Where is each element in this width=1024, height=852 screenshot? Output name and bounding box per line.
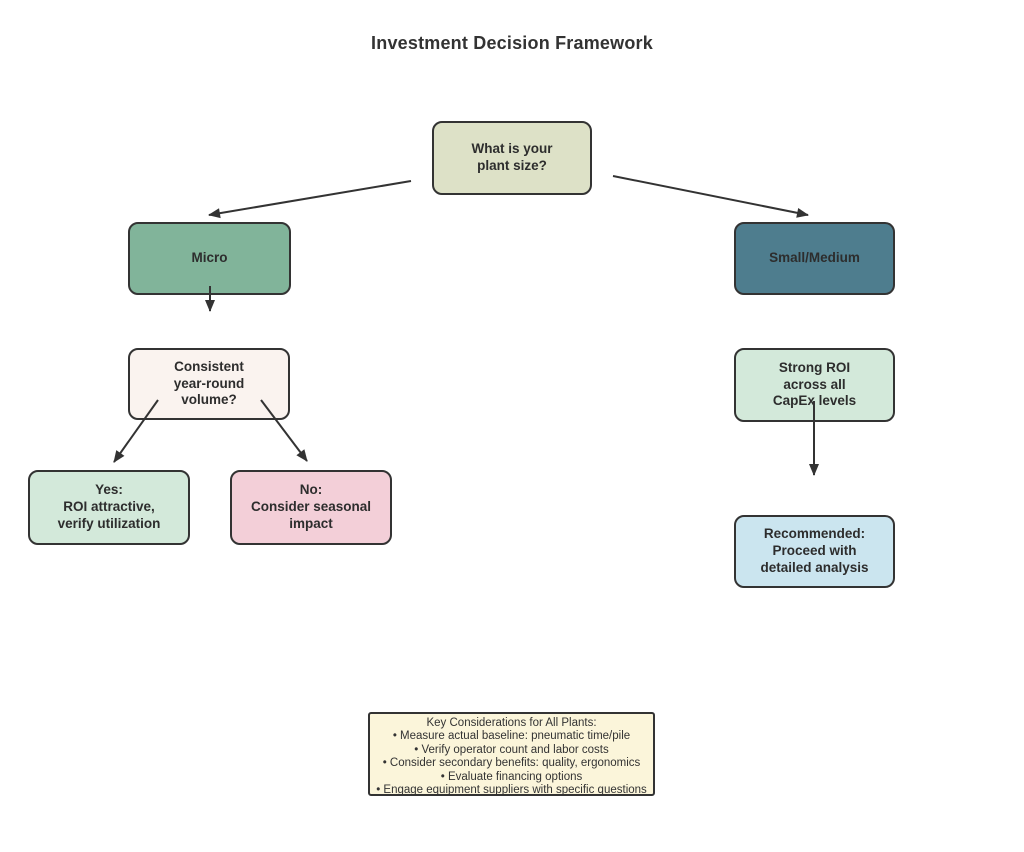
node-strong-roi-label: Strong ROI across all CapEx levels <box>772 359 857 409</box>
node-yes-roi-label: Yes: ROI attractive, verify utilization <box>57 482 161 531</box>
key-consideration-item: • Verify operator count and labor costs <box>414 743 609 756</box>
diagram-title: Investment Decision Framework <box>371 33 653 53</box>
key-consideration-item: • Measure actual baseline: pneumatic tim… <box>392 730 631 743</box>
key-consideration-item: • Consider secondary benefits: quality, … <box>382 757 641 770</box>
node-consistent-volume-label: Consistent year-round volume? <box>173 358 245 408</box>
node-small-medium-label: Small/Medium <box>769 250 860 266</box>
node-small-medium: Small/Medium <box>734 222 895 295</box>
key-considerations-heading: Key Considerations for All Plants: <box>426 717 597 729</box>
node-micro: Micro <box>128 222 291 295</box>
key-consideration-item: • Engage equipment suppliers with specif… <box>376 784 647 797</box>
node-no-seasonal: No: Consider seasonal impact <box>230 470 392 545</box>
edge-plant-size-to-micro <box>208 180 412 219</box>
key-considerations-box: Key Considerations for All Plants: • Mea… <box>368 712 655 796</box>
node-plant-size: What is your plant size? <box>432 121 592 195</box>
node-micro-label: Micro <box>191 250 228 266</box>
node-strong-roi: Strong ROI across all CapEx levels <box>734 348 895 422</box>
node-no-seasonal-label: No: Consider seasonal impact <box>250 482 372 531</box>
node-recommended: Recommended: Proceed with detailed analy… <box>734 515 895 588</box>
key-consideration-item: • Evaluate financing options <box>440 770 583 783</box>
node-plant-size-label: What is your plant size? <box>471 141 553 173</box>
node-consistent-volume: Consistent year-round volume? <box>128 348 290 420</box>
node-recommended-label: Recommended: Proceed with detailed analy… <box>760 526 869 575</box>
edge-plant-size-to-small-medium <box>612 175 809 218</box>
node-yes-roi: Yes: ROI attractive, verify utilization <box>28 470 190 545</box>
